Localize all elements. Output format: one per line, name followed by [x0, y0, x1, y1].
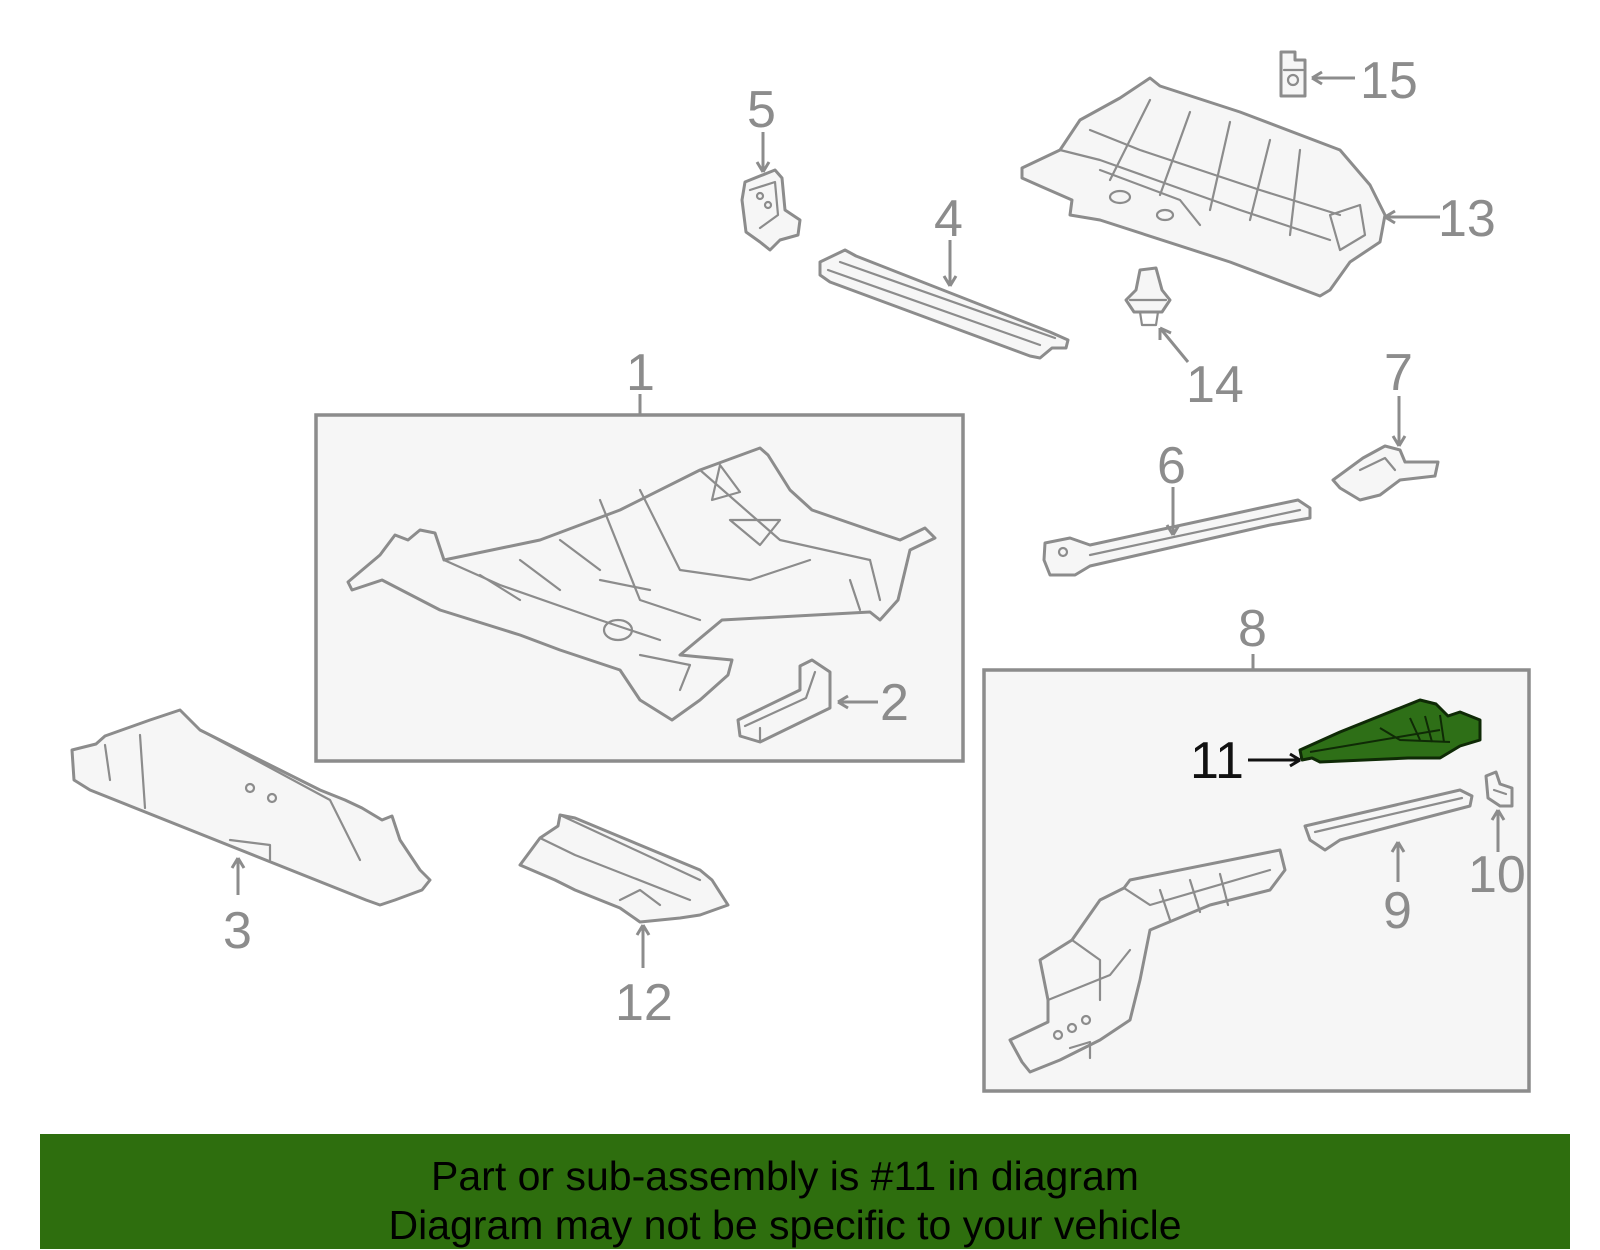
- part-1-floor-pan[interactable]: [346, 446, 937, 722]
- part-12-bracket[interactable]: [518, 813, 730, 924]
- leader-14: [1158, 326, 1190, 363]
- leader-9: [1390, 841, 1406, 882]
- callout-8[interactable]: 8: [1238, 600, 1267, 658]
- part-3-rail[interactable]: [70, 708, 432, 907]
- banner-line-1: Part or sub-assembly is #11 in diagram: [431, 1153, 1139, 1199]
- leader-5: [755, 132, 771, 173]
- leader-7: [1391, 396, 1407, 447]
- part-6-rail[interactable]: [1042, 498, 1312, 577]
- info-banner: Part or sub-assembly is #11 in diagram D…: [40, 1134, 1570, 1249]
- leader-4: [942, 240, 958, 287]
- part-4-crossmember[interactable]: [818, 248, 1070, 360]
- leader-12: [635, 924, 651, 968]
- part-15-clip[interactable]: [1279, 50, 1307, 98]
- part-2-bracket[interactable]: [736, 658, 832, 744]
- callout-10[interactable]: 10: [1468, 846, 1526, 904]
- callout-11[interactable]: 11: [1190, 732, 1244, 790]
- banner-text: Part or sub-assembly is #11 in diagram D…: [40, 1152, 1530, 1250]
- callout-4[interactable]: 4: [934, 190, 963, 248]
- part-14-push-clip[interactable]: [1124, 266, 1172, 327]
- callout-3[interactable]: 3: [223, 902, 252, 960]
- callout-15[interactable]: 15: [1360, 52, 1418, 110]
- callout-5[interactable]: 5: [747, 81, 776, 139]
- callout-7[interactable]: 7: [1384, 344, 1413, 402]
- leader-10: [1490, 809, 1506, 852]
- callout-6[interactable]: 6: [1157, 437, 1186, 495]
- callout-9[interactable]: 9: [1383, 882, 1412, 940]
- part-5-bracket[interactable]: [740, 168, 802, 252]
- leader-2: [837, 694, 878, 710]
- callout-2[interactable]: 2: [880, 674, 909, 732]
- leader-6: [1165, 487, 1181, 536]
- callout-12[interactable]: 12: [615, 974, 673, 1032]
- leader-11: [1248, 752, 1301, 768]
- leader-3: [230, 857, 246, 895]
- part-9-reinforcement[interactable]: [1303, 788, 1474, 852]
- part-13-rear-floor-pan[interactable]: [1020, 76, 1387, 298]
- leader-13: [1384, 209, 1440, 225]
- banner-line-2: Diagram may not be specific to your vehi…: [388, 1202, 1182, 1248]
- part-10-clip[interactable]: [1484, 770, 1514, 808]
- leader-15: [1311, 70, 1355, 86]
- part-8-frame-rail[interactable]: [1008, 848, 1287, 1074]
- callout-1[interactable]: 1: [626, 344, 655, 402]
- part-11-extension[interactable]: [1298, 698, 1482, 764]
- callout-13[interactable]: 13: [1438, 190, 1496, 248]
- callout-14[interactable]: 14: [1186, 356, 1244, 414]
- part-7-bracket[interactable]: [1331, 444, 1440, 502]
